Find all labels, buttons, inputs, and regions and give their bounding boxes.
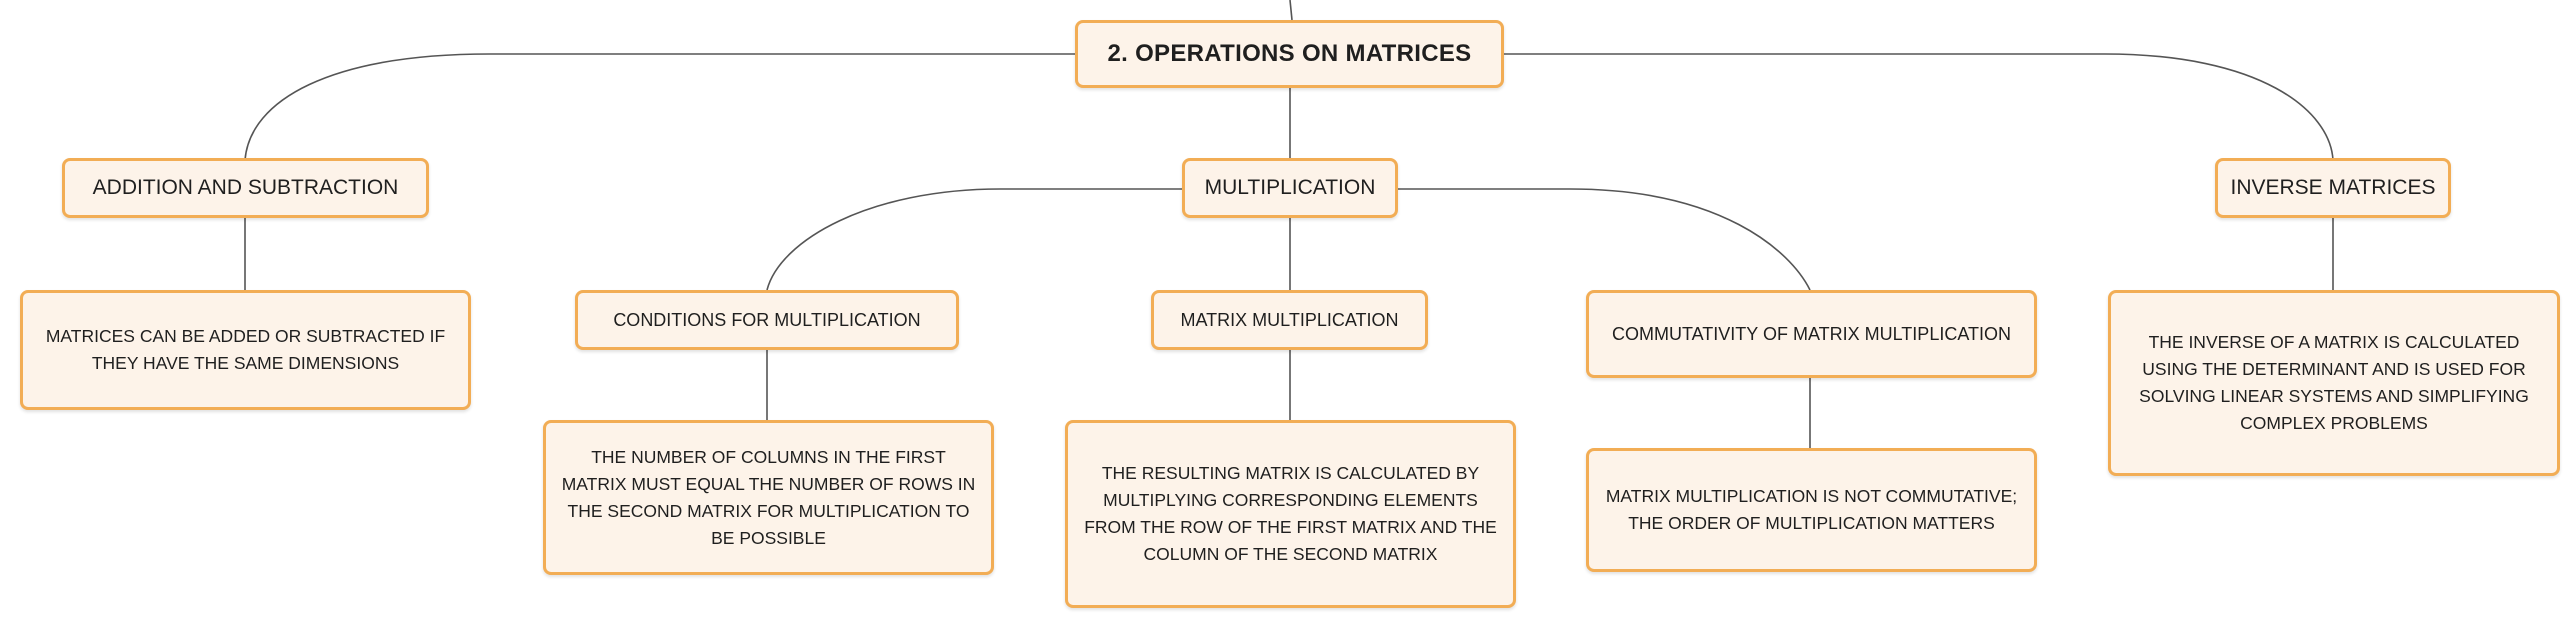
addition-subtraction-node[interactable]: ADDITION AND SUBTRACTION	[62, 158, 429, 218]
commutativity-note[interactable]: MATRIX MULTIPLICATION IS NOT COMMUTATIVE…	[1586, 448, 2037, 572]
inverse-matrices-label: INVERSE MATRICES	[2230, 176, 2436, 199]
root-node[interactable]: 2. OPERATIONS ON MATRICES	[1075, 20, 1504, 88]
matrix-multiplication-node[interactable]: MATRIX MULTIPLICATION	[1151, 290, 1428, 350]
conditions-note-text: THE NUMBER OF COLUMNS IN THE FIRST MATRI…	[561, 446, 976, 548]
addition-subtraction-label: ADDITION AND SUBTRACTION	[92, 176, 399, 199]
matrix-multiplication-note-text: THE RESULTING MATRIX IS CALCULATED BY MU…	[1084, 463, 1497, 564]
addition-subtraction-note-text: MATRICES CAN BE ADDED OR SUBTRACTED IF T…	[45, 326, 446, 373]
conditions-for-multiplication-label: CONDITIONS FOR MULTIPLICATION	[613, 309, 921, 330]
addition-subtraction-note[interactable]: MATRICES CAN BE ADDED OR SUBTRACTED IF T…	[20, 290, 471, 410]
conditions-note[interactable]: THE NUMBER OF COLUMNS IN THE FIRST MATRI…	[543, 420, 994, 575]
multiplication-node[interactable]: MULTIPLICATION	[1182, 158, 1398, 218]
connector-root-to-inverse	[1504, 53, 2334, 161]
connector-parent-stub	[1289, 0, 1293, 21]
commutativity-note-text: MATRIX MULTIPLICATION IS NOT COMMUTATIVE…	[1605, 486, 2018, 533]
inverse-matrices-node[interactable]: INVERSE MATRICES	[2215, 158, 2451, 218]
conditions-for-multiplication-node[interactable]: CONDITIONS FOR MULTIPLICATION	[575, 290, 959, 350]
root-node-label: 2. OPERATIONS ON MATRICES	[1107, 40, 1472, 67]
commutativity-label: COMMUTATIVITY OF MATRIX MULTIPLICATION	[1611, 323, 2011, 344]
multiplication-label: MULTIPLICATION	[1204, 176, 1376, 199]
inverse-matrices-note[interactable]: THE INVERSE OF A MATRIX IS CALCULATED US…	[2108, 290, 2560, 476]
connector-multiplication-to-commutativity	[1398, 188, 1811, 291]
matrix-multiplication-label: MATRIX MULTIPLICATION	[1180, 309, 1399, 330]
commutativity-node[interactable]: COMMUTATIVITY OF MATRIX MULTIPLICATION	[1586, 290, 2037, 378]
inverse-matrices-note-text: THE INVERSE OF A MATRIX IS CALCULATED US…	[2139, 332, 2529, 433]
connector-multiplication-to-conditions	[766, 188, 1182, 291]
matrix-multiplication-note[interactable]: THE RESULTING MATRIX IS CALCULATED BY MU…	[1065, 420, 1516, 608]
connector-root-to-addition	[244, 53, 1075, 161]
